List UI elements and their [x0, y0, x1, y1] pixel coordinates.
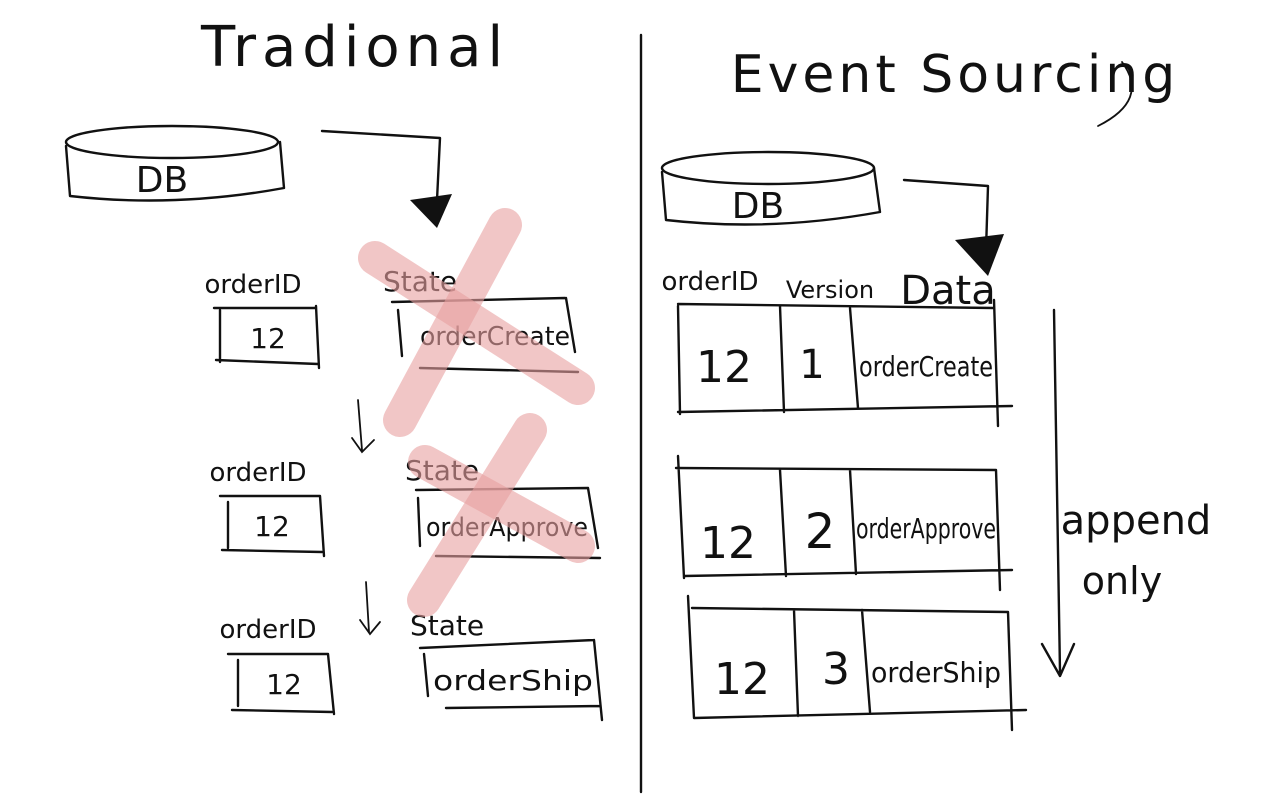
- event-2-version: 2: [805, 504, 836, 560]
- row-3-state-box: [418, 638, 604, 722]
- row-1-id-value: 12: [250, 322, 286, 355]
- right-db-arrow: [902, 178, 990, 252]
- right-db-arrowhead: [955, 234, 1004, 276]
- event-3-data: orderShip: [871, 656, 1001, 689]
- event-row-3-grid: [686, 594, 1028, 732]
- event-row-3: 12 3 orderShip: [686, 594, 1028, 732]
- left-db-cylinder: DB: [64, 124, 286, 202]
- row-1-id-box: [212, 304, 321, 370]
- left-db-label: DB: [136, 160, 188, 201]
- row-1-id-header: orderID: [204, 270, 301, 300]
- left-down-arrow-1: [351, 399, 375, 454]
- right-db-label: DB: [732, 186, 784, 227]
- append-note-line-1: append: [1061, 498, 1212, 544]
- event-1-id: 12: [696, 342, 752, 393]
- header-order-id: orderID: [661, 267, 758, 297]
- event-1-data: orderCreate: [859, 350, 993, 383]
- event-1-version: 1: [799, 342, 824, 388]
- right-title: Event Sourcing: [731, 45, 1180, 105]
- left-down-arrow-2: [359, 581, 381, 636]
- event-3-version: 3: [822, 644, 850, 695]
- event-3-id: 12: [714, 654, 770, 705]
- row-2-id-header: orderID: [209, 458, 306, 488]
- row-3-state-value: orderShip: [433, 664, 593, 697]
- left-title: Tradional: [200, 15, 509, 80]
- append-only-arrow: [1040, 308, 1076, 678]
- append-note-line-2: only: [1082, 559, 1162, 603]
- left-db-arrowhead: [410, 194, 452, 228]
- left-row-3: orderID 12 State orderShip: [219, 609, 604, 722]
- event-row-1-grid: [676, 298, 1014, 428]
- row-3-id-box: [226, 652, 336, 716]
- row-3-id-value: 12: [266, 668, 302, 701]
- event-row-1: 12 1 orderCreate: [676, 298, 1014, 428]
- event-2-id: 12: [700, 518, 756, 569]
- right-title-tail: [1097, 61, 1133, 127]
- event-2-data: orderApprove: [856, 512, 996, 545]
- event-row-2: 12 2 orderApprove: [674, 454, 1014, 592]
- left-db-arrow: [320, 129, 442, 202]
- row-2-id-value: 12: [254, 510, 290, 543]
- row-3-id-header: orderID: [219, 615, 316, 645]
- right-db-cylinder: DB: [660, 150, 882, 227]
- event-row-2-grid: [674, 454, 1014, 592]
- row-2-id-box: [218, 494, 326, 558]
- header-version: Version: [786, 276, 874, 304]
- cross-out-row-2: [407, 413, 595, 617]
- cross-out-row-1: [358, 208, 595, 437]
